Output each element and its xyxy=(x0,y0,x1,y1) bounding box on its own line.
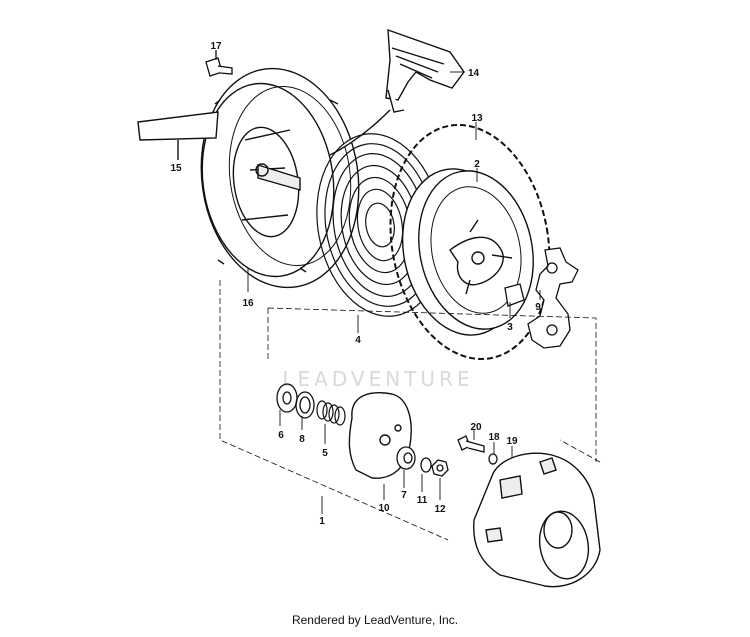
callout-9: 9 xyxy=(535,302,541,313)
callout-1: 1 xyxy=(319,516,325,527)
part-17-bolt xyxy=(205,50,233,77)
part-18-washer xyxy=(488,453,498,465)
part-9-guide-plate xyxy=(527,247,579,349)
callout-17: 17 xyxy=(210,41,222,52)
callout-15: 15 xyxy=(170,163,182,174)
part-8-clip xyxy=(295,391,315,419)
callout-11: 11 xyxy=(417,495,428,506)
callout-7: 7 xyxy=(401,490,407,501)
part-19-cover xyxy=(473,452,601,588)
callout-13: 13 xyxy=(471,113,483,124)
part-2-pulley xyxy=(401,168,534,336)
part-13-rope xyxy=(389,124,551,360)
part-12-nut xyxy=(431,459,449,477)
part-7-washer xyxy=(396,446,416,470)
watermark: LEADVENTURE xyxy=(282,367,473,391)
callout-4: 4 xyxy=(355,335,361,346)
callout-12: 12 xyxy=(434,504,446,515)
part-5-spring xyxy=(316,400,346,426)
part-14-starter-handle xyxy=(329,28,465,156)
callout-labels: 17 14 15 16 13 2 4 3 9 6 8 5 10 7 11 12 … xyxy=(170,41,541,527)
callout-14: 14 xyxy=(468,68,480,79)
callout-5: 5 xyxy=(322,448,328,459)
callout-2: 2 xyxy=(474,159,480,170)
callout-18: 18 xyxy=(488,432,500,443)
assembly-outline xyxy=(219,280,601,541)
callout-8: 8 xyxy=(299,434,305,445)
part-16-starter-housing xyxy=(200,67,360,289)
callout-6: 6 xyxy=(278,430,284,441)
part-11-washer xyxy=(420,457,432,473)
callout-19: 19 xyxy=(506,436,518,447)
callout-10: 10 xyxy=(378,503,390,514)
part-3-pawl xyxy=(504,283,525,307)
callout-20: 20 xyxy=(470,422,482,433)
part-10-ratchet xyxy=(348,392,412,479)
callout-16: 16 xyxy=(242,298,254,309)
callout-3: 3 xyxy=(507,322,513,333)
leader-lines xyxy=(177,52,541,514)
part-20-bolt xyxy=(457,435,485,453)
footer-credit: Rendered by LeadVenture, Inc. xyxy=(291,613,459,627)
